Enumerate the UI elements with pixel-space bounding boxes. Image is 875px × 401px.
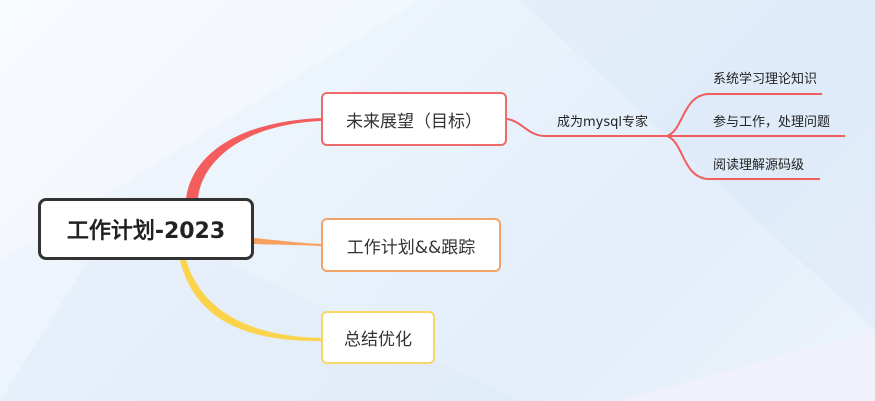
connector-sub (506, 118, 667, 137)
branch-node-work-plan[interactable]: 工作计划&&跟踪 (321, 218, 501, 272)
connector-branch-3 (180, 260, 321, 342)
branch-node-summary-label: 总结优化 (344, 330, 412, 350)
branch-node-work-plan-label: 工作计划&&跟踪 (346, 237, 476, 258)
connector-leaf-3 (666, 135, 820, 180)
branch-node-goals-label: 未来展望（目标） (346, 111, 482, 132)
connector-leaf-1 (666, 93, 822, 137)
leaf-study-theory[interactable]: 系统学习理论知识 (713, 72, 818, 87)
branch-node-summary[interactable]: 总结优化 (321, 311, 435, 364)
leaf-read-source[interactable]: 阅读理解源码级 (713, 158, 805, 173)
root-node[interactable]: 工作计划-2023 (38, 198, 254, 260)
leaf-handle-issues[interactable]: 参与工作，处理问题 (713, 115, 831, 130)
connector-branch-1 (186, 118, 321, 200)
branch-node-goals[interactable]: 未来展望（目标） (321, 92, 507, 146)
subtopic-mysql-expert[interactable]: 成为mysql专家 (557, 115, 648, 130)
root-node-label: 工作计划-2023 (66, 219, 226, 244)
connector-branch-2 (254, 238, 321, 246)
